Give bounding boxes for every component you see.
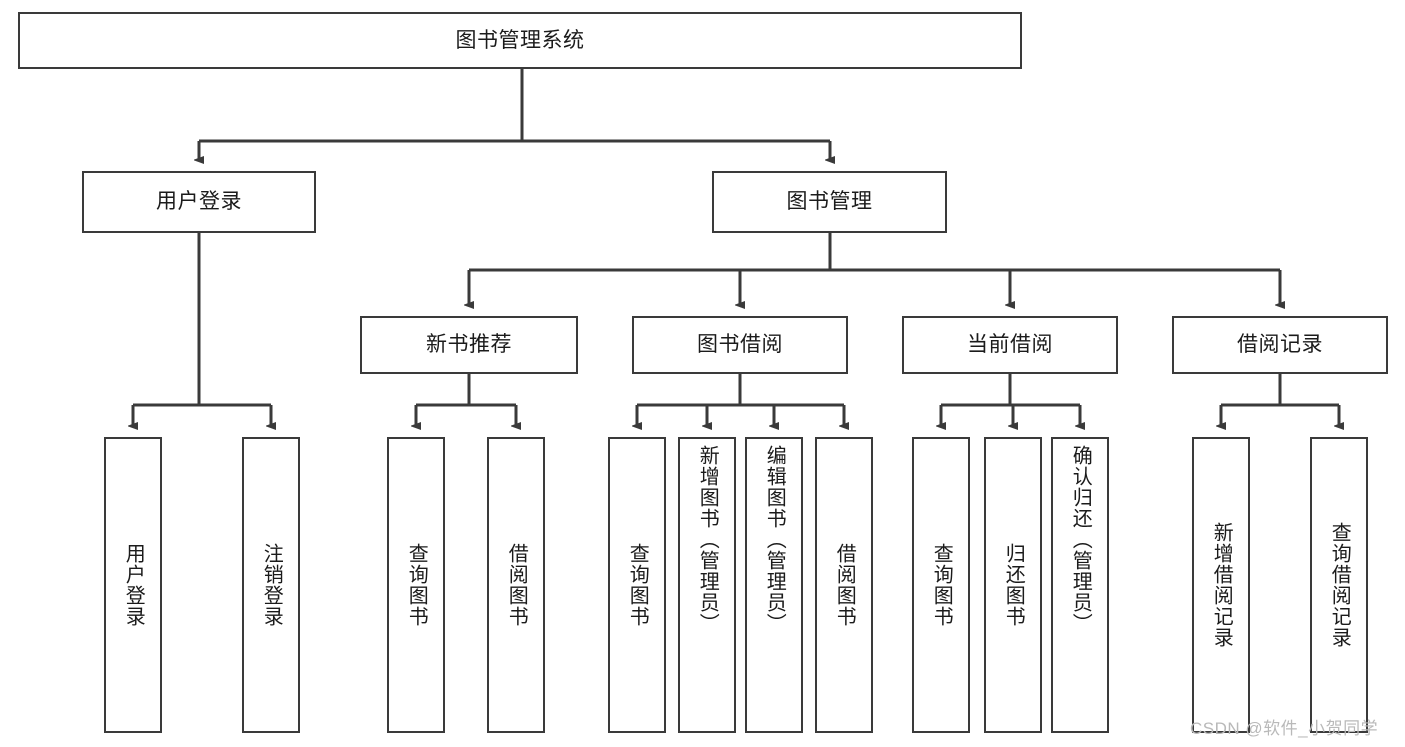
node-borrow-record-label: 借阅记录 <box>1237 333 1323 357</box>
node-new-book-recommend[interactable]: 新书推荐 <box>360 316 578 374</box>
leaf-node-label: 新增图书（管理员） <box>696 445 719 634</box>
leaf-node-label: 查询图书 <box>405 543 428 627</box>
leaf-node[interactable]: 确认归还（管理员） <box>1051 437 1109 733</box>
leaf-node[interactable]: 注销登录 <box>242 437 300 733</box>
leaf-node[interactable]: 查询图书 <box>912 437 970 733</box>
node-user-login-label: 用户登录 <box>156 190 242 214</box>
leaf-node[interactable]: 编辑图书（管理员） <box>745 437 803 733</box>
leaf-node[interactable]: 新增图书（管理员） <box>678 437 736 733</box>
node-current-borrow[interactable]: 当前借阅 <box>902 316 1118 374</box>
leaf-node[interactable]: 查询图书 <box>387 437 445 733</box>
leaf-node-label: 编辑图书（管理员） <box>763 445 786 634</box>
node-current-borrow-label: 当前借阅 <box>967 333 1053 357</box>
node-book-management[interactable]: 图书管理 <box>712 171 947 233</box>
leaf-node-label: 借阅图书 <box>833 543 856 627</box>
node-book-borrow[interactable]: 图书借阅 <box>632 316 848 374</box>
leaf-node[interactable]: 查询借阅记录 <box>1310 437 1368 733</box>
node-borrow-record[interactable]: 借阅记录 <box>1172 316 1388 374</box>
leaf-node[interactable]: 归还图书 <box>984 437 1042 733</box>
node-book-management-label: 图书管理 <box>786 190 873 214</box>
leaf-node-label: 查询图书 <box>626 543 649 627</box>
node-user-login[interactable]: 用户登录 <box>82 171 316 233</box>
leaf-node-label: 借阅图书 <box>505 543 528 627</box>
leaf-node[interactable]: 查询图书 <box>608 437 666 733</box>
leaf-node[interactable]: 用户登录 <box>104 437 162 733</box>
leaf-node-label: 注销登录 <box>260 543 283 627</box>
leaf-node[interactable]: 新增借阅记录 <box>1192 437 1250 733</box>
leaf-node[interactable]: 借阅图书 <box>487 437 545 733</box>
leaf-node-label: 确认归还（管理员） <box>1069 445 1092 634</box>
leaf-node-label: 归还图书 <box>1002 543 1025 627</box>
leaf-node-label: 查询借阅记录 <box>1328 522 1351 648</box>
node-root-label: 图书管理系统 <box>455 28 585 52</box>
leaf-node-label: 用户登录 <box>122 543 145 627</box>
leaf-node-label: 新增借阅记录 <box>1210 522 1233 648</box>
csdn-watermark: CSDN @软件_小贺同学 <box>1190 719 1379 738</box>
leaf-node[interactable]: 借阅图书 <box>815 437 873 733</box>
leaf-node-label: 查询图书 <box>930 543 953 627</box>
node-book-borrow-label: 图书借阅 <box>697 333 783 357</box>
node-root[interactable]: 图书管理系统 <box>18 12 1022 69</box>
node-new-book-recommend-label: 新书推荐 <box>426 333 512 357</box>
